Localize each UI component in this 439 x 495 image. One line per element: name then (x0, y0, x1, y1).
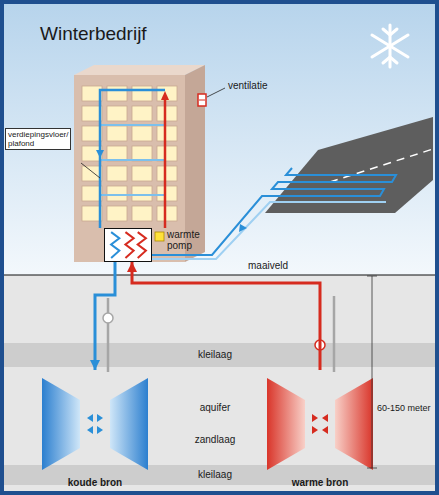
illustration-part (372, 35, 408, 57)
text-label: aquifer (165, 402, 265, 414)
illustration-part (267, 378, 373, 470)
illustration-part (4, 343, 435, 367)
illustration-part (4, 4, 435, 275)
illustration-part (155, 232, 164, 241)
illustration-part (265, 117, 433, 213)
illustration-part (107, 298, 110, 372)
illustration-part (367, 468, 377, 469)
illustration-part (312, 414, 318, 422)
illustration-part (312, 414, 328, 434)
source-well: koude bron (40, 370, 150, 488)
text-label: kleilaag (165, 349, 265, 361)
illustration-part (100, 194, 165, 196)
illustration-part (100, 124, 165, 126)
illustration-part (152, 202, 386, 259)
illustration-part (239, 224, 247, 232)
illustration-part (312, 426, 318, 434)
node-label: koude bron (68, 477, 122, 488)
illustration-part (372, 276, 373, 468)
text-label: zandlaag (165, 434, 265, 446)
illustration-part (87, 426, 93, 434)
heat-exchanger-symbol (105, 229, 151, 261)
coil-warm (125, 232, 133, 258)
illustration-part (198, 94, 206, 106)
illustration-part (97, 426, 103, 434)
text-label: ventilatie (228, 80, 267, 92)
illustration-part (42, 378, 80, 470)
illustration-part (322, 414, 328, 422)
illustration-part (372, 35, 408, 57)
illustration-part (161, 91, 169, 100)
illustration-part (383, 57, 397, 63)
illustration-part (330, 149, 433, 182)
illustration-part (207, 88, 225, 97)
text-label: 60-150 meter (377, 403, 431, 413)
text-label: kleilaag (165, 469, 265, 481)
text-label: maaiveld (248, 260, 288, 272)
illustration-part (96, 150, 104, 158)
illustration-part (333, 296, 336, 372)
illustration-part (81, 163, 100, 178)
source-well: warme bron (265, 370, 375, 488)
illustration-part (164, 96, 167, 228)
node-label: warme bron (292, 477, 349, 488)
illustration-part (74, 65, 205, 75)
illustration-part (335, 378, 373, 470)
coil-warm (138, 232, 146, 258)
pipe-connector (132, 262, 320, 370)
illustration-part (110, 378, 148, 470)
diagram-title: Winterbedrijf (40, 23, 147, 45)
illustration-part (87, 414, 103, 434)
illustration-part (103, 313, 113, 323)
coil-cold (111, 232, 119, 258)
illustration-part (152, 168, 396, 255)
illustration-part (4, 275, 435, 491)
illustration-part (87, 414, 93, 422)
illustration-part (367, 276, 377, 277)
heat-pump-box: warmte pomp (104, 228, 152, 262)
illustration-part (372, 25, 408, 67)
node-label: warmte pomp (167, 229, 211, 251)
illustration-part (322, 426, 328, 434)
illustration-part (267, 378, 305, 470)
illustration-part (97, 414, 103, 422)
illustration-part (383, 29, 397, 35)
illustration-part (4, 274, 435, 275)
illustration-part (100, 125, 165, 195)
callout-box: verdiepingsvloer/ plafond (5, 128, 71, 150)
pipe-connector (95, 262, 115, 370)
illustration-part (199, 100, 205, 101)
illustration-part (100, 159, 165, 161)
illustration-part (100, 90, 165, 228)
